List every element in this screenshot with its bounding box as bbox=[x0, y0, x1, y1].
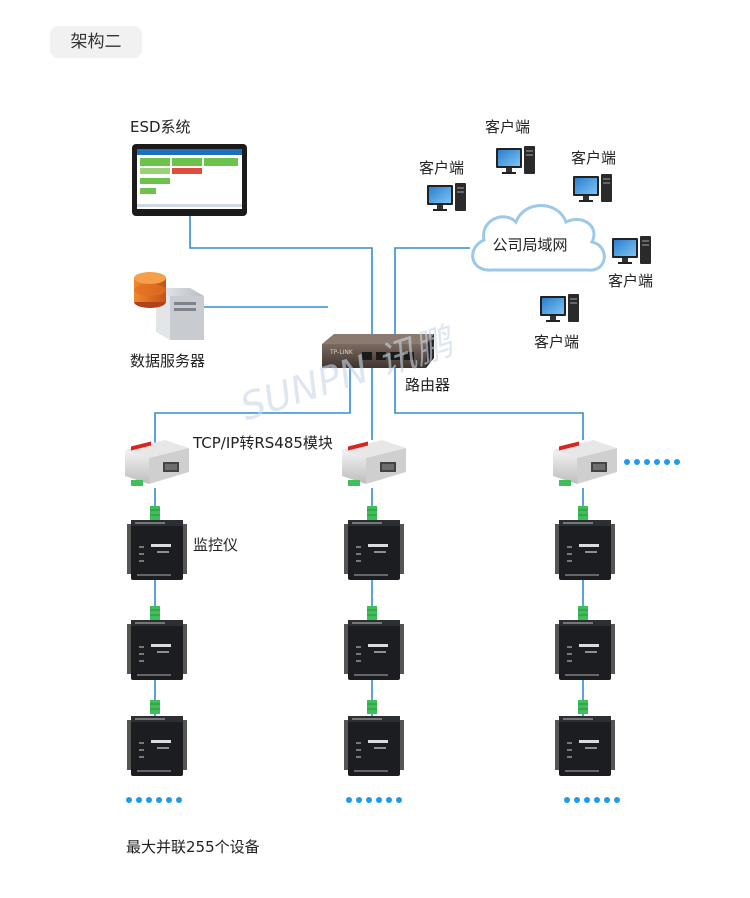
converter-icon bbox=[125, 440, 189, 486]
monitor-label: 监控仪 bbox=[193, 536, 239, 554]
desktop-pc-icon bbox=[540, 294, 579, 322]
desktop-pc-icon bbox=[427, 183, 466, 211]
desktop-pc-icon bbox=[573, 174, 612, 202]
converter-icon bbox=[553, 440, 617, 486]
controller-icon bbox=[344, 520, 404, 580]
router-to-converter-1-line bbox=[154, 367, 351, 452]
server-label: 数据服务器 bbox=[130, 352, 206, 370]
continuation-dots bbox=[126, 459, 680, 803]
cloud-label: 公司局域网 bbox=[492, 236, 567, 254]
esd-to-router-line bbox=[189, 214, 373, 345]
desktop-pc-icon bbox=[496, 146, 535, 174]
router-icon: TP-LINK bbox=[322, 334, 434, 368]
router-brand-text: TP-LINK bbox=[329, 349, 354, 356]
controller-icon bbox=[127, 520, 187, 580]
client-label: 客户端 bbox=[419, 159, 465, 177]
controller-icon bbox=[344, 716, 404, 776]
monitor-icon bbox=[132, 144, 247, 216]
controller-icon bbox=[344, 620, 404, 680]
client-label: 客户端 bbox=[534, 333, 580, 351]
client-label: 客户端 bbox=[571, 149, 617, 167]
router-to-converter-3-line bbox=[394, 367, 584, 440]
desktop-pc-icon bbox=[612, 236, 651, 264]
controller-icon bbox=[555, 716, 615, 776]
client-label: 客户端 bbox=[608, 272, 654, 290]
router-label: 路由器 bbox=[405, 376, 451, 394]
section-tag: 架构二 bbox=[50, 26, 142, 58]
converter-label: TCP/IP转RS485模块 bbox=[193, 434, 333, 452]
router-to-cloud-line bbox=[394, 247, 470, 352]
controller-icon bbox=[555, 620, 615, 680]
database-icon bbox=[134, 272, 166, 308]
server-icon bbox=[134, 272, 204, 340]
controller-icon bbox=[127, 716, 187, 776]
esd-system-label: ESD系统 bbox=[130, 118, 191, 136]
converter-icon bbox=[342, 440, 406, 486]
controller-icon bbox=[555, 520, 615, 580]
cloud-icon bbox=[471, 204, 606, 272]
controller-icon bbox=[127, 620, 187, 680]
client-label: 客户端 bbox=[485, 118, 531, 136]
footer-note: 最大并联255个设备 bbox=[126, 838, 260, 856]
